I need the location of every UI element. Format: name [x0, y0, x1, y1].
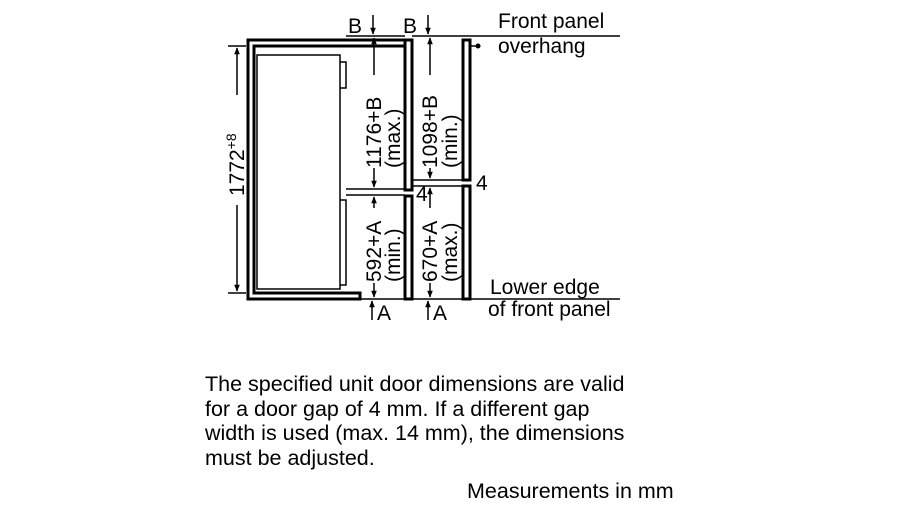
lower-door-qualifier: (max.) [439, 223, 462, 283]
lower-cabinet-qualifier: (min.) [382, 228, 405, 282]
reference-lines [346, 35, 620, 300]
installation-dimension-diagram: B B A A 1772+8 1176+B (max.) 1098+B (min… [223, 10, 620, 325]
upper-door-dim-text: 1098+B [419, 95, 442, 168]
note-line: must be adjusted. [205, 445, 375, 470]
overhang-marker [475, 43, 481, 49]
overall-height-label: 1772+8 [223, 133, 249, 196]
note-line: The specified unit door dimensions are v… [205, 372, 625, 396]
lower-door-dim-text: 670+A [419, 221, 442, 282]
height-tolerance: +8 [223, 133, 239, 149]
gap-label-right: 4 [476, 172, 488, 195]
front-panel-label: Front panel [498, 10, 604, 33]
gap-label-upper: 4 [416, 183, 428, 206]
lower-cabinet-dim-text: 592+A [363, 221, 386, 282]
height-base: 1772 [226, 149, 249, 196]
b-label-left: B [348, 15, 362, 38]
upper-cabinet-qualifier: (max.) [382, 109, 405, 169]
a-label-left: A [377, 302, 391, 325]
a-label-right: A [433, 302, 447, 325]
door-gap-note: The specified unit door dimensions are v… [205, 372, 725, 470]
a-arrows [369, 300, 431, 320]
lower-edge-label: Lower edge [490, 276, 600, 299]
note-line: for a door gap of 4 mm. If a different g… [205, 396, 590, 421]
upper-door-qualifier: (min.) [439, 114, 462, 168]
lower-edge-label-2: of front panel [488, 298, 611, 321]
units-caption: Measurements in mm [467, 479, 674, 503]
overall-height-dimension [228, 45, 246, 294]
upper-cabinet-dim-text: 1176+B [363, 97, 386, 168]
overhang-label: overhang [498, 35, 586, 58]
note-line: width is used (max. 14 mm), the dimensio… [205, 421, 625, 445]
b-arrows [370, 15, 431, 35]
b-label-right: B [403, 15, 417, 38]
